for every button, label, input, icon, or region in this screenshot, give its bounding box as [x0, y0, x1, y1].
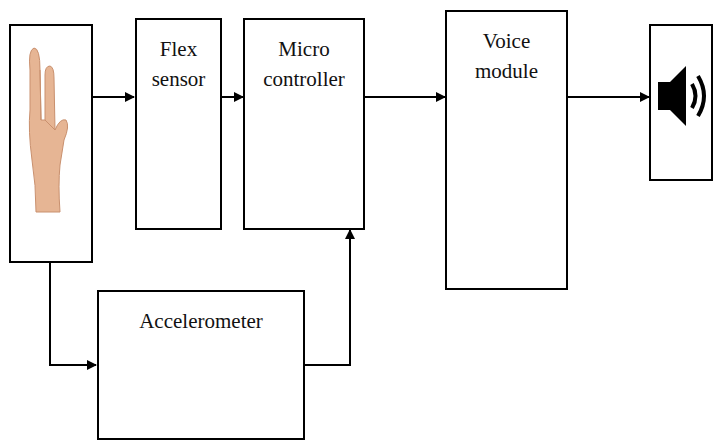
box-label: Micro controller	[253, 34, 355, 94]
hand-box	[10, 25, 92, 262]
input-arrow	[92, 96, 134, 98]
box-label: Flex sensor	[145, 34, 212, 94]
box-label: Accelerometer	[107, 306, 295, 336]
input-arrow	[50, 262, 96, 365]
signal-arrow	[365, 96, 445, 98]
process-box: Flex sensor	[135, 18, 222, 230]
signal-arrow	[305, 230, 350, 365]
output-arrow	[568, 96, 649, 98]
hand-illustration	[29, 48, 67, 212]
box-label: Voice module	[455, 26, 558, 86]
process-box: Voice module	[445, 10, 568, 290]
process-box: Micro controller	[243, 18, 365, 230]
sensor-box: Accelerometer	[97, 290, 305, 440]
speaker-icon	[658, 66, 704, 126]
signal-arrow	[222, 96, 243, 98]
speaker-box	[650, 25, 712, 180]
